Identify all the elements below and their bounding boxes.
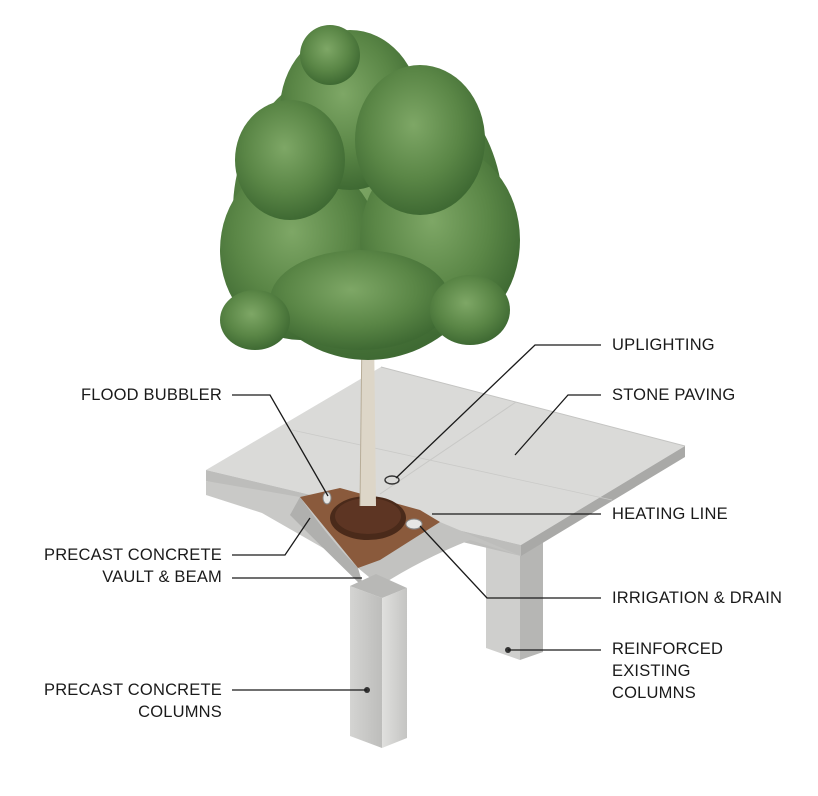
- tree-canopy: [220, 25, 520, 360]
- leader-flood-bubbler: [232, 394, 329, 497]
- leader-lines: [232, 344, 601, 691]
- label-precast-columns: PRECAST CONCRETE COLUMNS: [44, 679, 222, 723]
- label-stone-paving: STONE PAVING: [612, 386, 736, 404]
- label-precast-columns-line2: COLUMNS: [138, 703, 222, 721]
- label-precast-vault-line1: PRECAST CONCRETE: [43, 546, 222, 564]
- tree: [220, 25, 520, 507]
- label-reinforced-line3: COLUMNS: [612, 684, 696, 702]
- label-precast-vault-beam: PRECAST CONCRETE VAULT & BEAM: [44, 544, 222, 588]
- precast-concrete-column: [350, 574, 407, 748]
- leader-precast-vault: [232, 517, 311, 556]
- label-flood-bubbler: FLOOD BUBBLER: [80, 386, 222, 404]
- leader-uplighting: [395, 344, 601, 479]
- label-irrigation-drain: IRRIGATION & DRAIN: [612, 589, 783, 607]
- leader-stone-paving: [514, 394, 601, 456]
- label-reinforced-line1: REINFORCED: [612, 640, 724, 658]
- label-reinforced-line2: EXISTING: [612, 662, 691, 680]
- label-precast-vault-line2: VAULT & BEAM: [102, 568, 222, 586]
- label-precast-columns-line1: PRECAST CONCRETE: [43, 681, 222, 699]
- leader-irrigation-drain: [419, 525, 601, 599]
- label-heating-line: HEATING LINE: [612, 505, 728, 523]
- label-reinforced-columns: REINFORCED EXISTING COLUMNS: [612, 638, 723, 704]
- label-uplighting: UPLIGHTING: [612, 336, 715, 354]
